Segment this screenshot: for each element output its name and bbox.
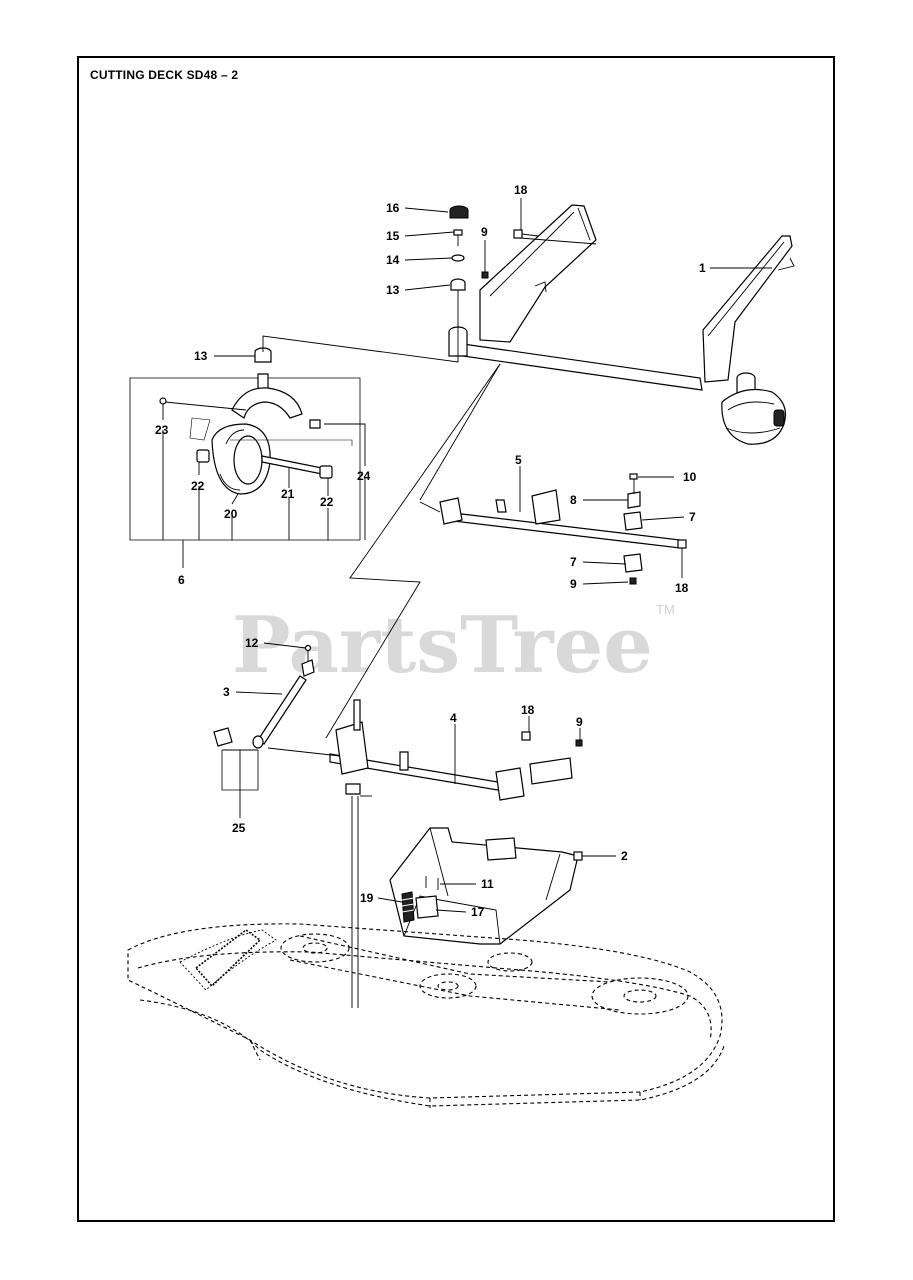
part-9-nut-mid [629,577,637,585]
leader-lines [162,198,772,913]
diagram-title: CUTTING DECK SD48 – 2 [90,68,239,82]
callout-12: 12 [245,636,259,650]
part-18-bolt-lower [521,731,531,741]
part-9-nut-lower [575,739,583,747]
part-1-front-axle-assembly [448,204,795,445]
part-7-bracket-lower [623,553,643,573]
callout-3: 3 [223,685,230,699]
callout-10: 10 [683,470,697,484]
part-17-clip [415,895,439,919]
part-6-caster-wheel-assembly [129,347,361,541]
part-11-bolts [425,876,439,890]
watermark-trademark: TM [656,602,675,617]
callout-13: 13 [386,283,400,297]
callout-8: 8 [570,493,577,507]
deck-lift-rod [351,796,359,1008]
callout-13: 13 [194,349,208,363]
callout-7: 7 [570,555,577,569]
part-18-bolt-upper [513,229,539,239]
part-19-spring [401,891,415,923]
part-4-front-lift-shaft [329,699,573,801]
part-8-plate [627,491,641,509]
callout-11: 11 [481,877,494,891]
part-7-bracket-upper [623,511,643,531]
callout-20: 20 [224,507,238,521]
part-22-spacer-right [319,465,333,479]
callout-25: 25 [232,821,246,835]
callout-5: 5 [515,453,522,467]
part-18-bolt-mid [677,539,687,549]
callout-1: 1 [699,261,706,275]
part-16-cap [449,205,469,219]
callout-24: 24 [357,469,371,483]
callout-23: 23 [155,423,169,437]
callout-18: 18 [514,183,528,197]
part-2-deck-hanger-bracket [389,827,583,945]
callout-17: 17 [471,905,485,919]
callout-22: 22 [320,495,334,509]
callout-21: 21 [281,487,295,501]
callout-18: 18 [521,703,535,717]
callout-6: 6 [178,573,185,587]
callout-labels: 16 18 15 9 14 1 13 13 23 24 5 10 22 21 2… [155,183,706,919]
part-5-rear-lift-bar [439,473,687,585]
part-21-axle [261,455,323,475]
callout-14: 14 [386,253,400,267]
part-10-bolt [629,473,638,494]
part-13-bushing-upper [450,278,466,291]
callout-22: 22 [191,479,205,493]
callout-9: 9 [576,715,583,729]
part-3-link-rod [252,659,315,749]
callout-7: 7 [689,510,696,524]
diagram-frame [77,56,835,1222]
part-25-bushing [213,727,233,747]
part-22-spacer-left [196,449,210,463]
part-20-wheel [211,423,271,495]
part-14-washer [451,254,465,262]
callout-19: 19 [360,891,374,905]
callout-15: 15 [386,229,400,243]
callout-4: 4 [450,711,457,725]
part-15-bolt [453,229,463,246]
callout-2: 2 [621,849,628,863]
part-9-nut-upper [481,271,489,279]
watermark-text: PartsTree [232,600,653,691]
cutting-deck-housing [127,923,725,1108]
callout-16: 16 [386,201,400,215]
callout-9: 9 [570,577,577,591]
callout-9: 9 [481,225,488,239]
callout-18: 18 [675,581,689,595]
